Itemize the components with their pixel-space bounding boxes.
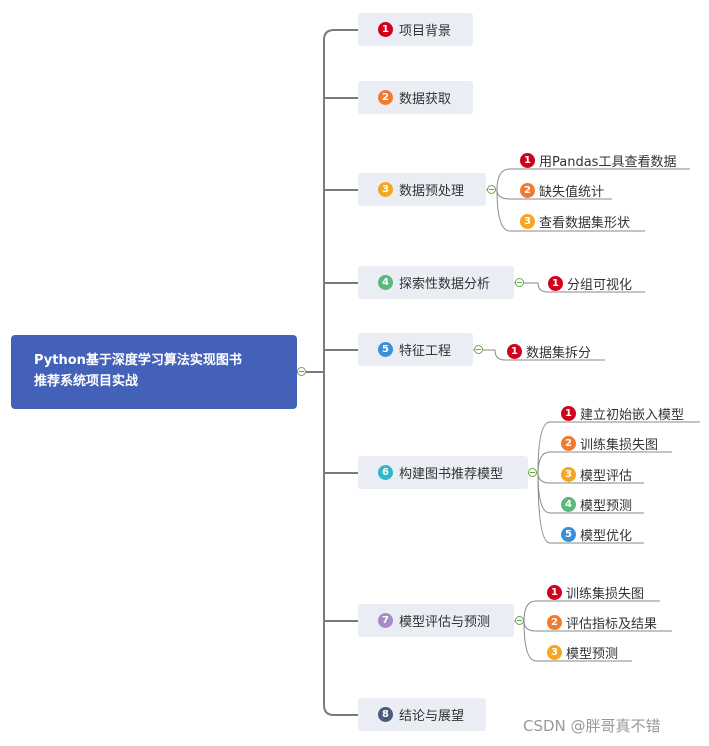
number-badge-icon: 2 bbox=[520, 183, 535, 198]
leaf-7-1[interactable]: 1 训练集损失图 bbox=[547, 583, 644, 602]
number-badge-icon: 8 bbox=[378, 707, 393, 722]
leaf-label: 评估指标及结果 bbox=[566, 617, 658, 632]
collapse-toggle-root[interactable] bbox=[297, 367, 306, 376]
leaf-label: 训练集损失图 bbox=[566, 587, 645, 602]
leaf-3-2[interactable]: 2 缺失值统计 bbox=[520, 181, 604, 200]
branch-label: 结论与展望 bbox=[399, 709, 465, 724]
branch-label: 模型评估与预测 bbox=[399, 615, 491, 630]
leaf-6-5[interactable]: 5 模型优化 bbox=[561, 525, 632, 544]
number-badge-icon: 4 bbox=[561, 497, 576, 512]
leaf-label: 用Pandas工具查看数据 bbox=[539, 155, 677, 170]
leaf-6-1[interactable]: 1 建立初始嵌入模型 bbox=[561, 404, 684, 423]
number-badge-icon: 2 bbox=[547, 615, 562, 630]
number-badge-icon: 1 bbox=[520, 153, 535, 168]
leaf-3-1[interactable]: 1 用Pandas工具查看数据 bbox=[520, 151, 676, 170]
number-badge-icon: 5 bbox=[561, 527, 576, 542]
collapse-toggle-branch-5[interactable] bbox=[474, 345, 483, 354]
watermark: CSDN @胖哥真不错 bbox=[523, 717, 661, 735]
leaf-label: 建立初始嵌入模型 bbox=[580, 408, 685, 423]
branch-6[interactable]: 6 构建图书推荐模型 bbox=[358, 456, 528, 489]
collapse-toggle-branch-6[interactable] bbox=[528, 468, 537, 477]
number-badge-icon: 4 bbox=[378, 275, 393, 290]
leaf-label: 查看数据集形状 bbox=[539, 216, 631, 231]
number-badge-icon: 1 bbox=[378, 22, 393, 37]
leaf-4-1[interactable]: 1 分组可视化 bbox=[548, 274, 632, 293]
root-title-line2: 推荐系统项目实战 bbox=[34, 374, 139, 389]
number-badge-icon: 6 bbox=[378, 465, 393, 480]
leaf-label: 训练集损失图 bbox=[580, 438, 659, 453]
branch-4[interactable]: 4 探索性数据分析 bbox=[358, 266, 514, 299]
number-badge-icon: 2 bbox=[378, 90, 393, 105]
leaf-label: 数据集拆分 bbox=[526, 346, 592, 361]
branch-8[interactable]: 8 结论与展望 bbox=[358, 698, 486, 731]
leaf-5-1[interactable]: 1 数据集拆分 bbox=[507, 342, 591, 361]
number-badge-icon: 2 bbox=[561, 436, 576, 451]
collapse-toggle-branch-4[interactable] bbox=[515, 278, 524, 287]
leaf-label: 分组可视化 bbox=[567, 278, 633, 293]
number-badge-icon: 3 bbox=[520, 214, 535, 229]
number-badge-icon: 1 bbox=[547, 585, 562, 600]
root-node[interactable]: Python基于深度学习算法实现图书 推荐系统项目实战 bbox=[11, 335, 297, 409]
leaf-3-3[interactable]: 3 查看数据集形状 bbox=[520, 212, 630, 231]
number-badge-icon: 1 bbox=[561, 406, 576, 421]
leaf-label: 模型预测 bbox=[566, 647, 619, 662]
leaf-6-2[interactable]: 2 训练集损失图 bbox=[561, 434, 658, 453]
branch-5[interactable]: 5 特征工程 bbox=[358, 333, 473, 366]
branch-3[interactable]: 3 数据预处理 bbox=[358, 173, 486, 206]
root-title-line1: Python基于深度学习算法实现图书 bbox=[34, 353, 242, 368]
leaf-label: 缺失值统计 bbox=[539, 185, 605, 200]
branch-label: 特征工程 bbox=[399, 344, 452, 359]
number-badge-icon: 3 bbox=[547, 645, 562, 660]
collapse-toggle-branch-3[interactable] bbox=[487, 185, 496, 194]
leaf-label: 模型预测 bbox=[580, 499, 633, 514]
branch-2[interactable]: 2 数据获取 bbox=[358, 81, 473, 114]
branch-label: 项目背景 bbox=[399, 24, 452, 39]
leaf-label: 模型评估 bbox=[580, 469, 633, 484]
number-badge-icon: 7 bbox=[378, 613, 393, 628]
number-badge-icon: 3 bbox=[561, 467, 576, 482]
number-badge-icon: 5 bbox=[378, 342, 393, 357]
leaf-7-3[interactable]: 3 模型预测 bbox=[547, 643, 618, 662]
number-badge-icon: 1 bbox=[507, 344, 522, 359]
leaf-6-3[interactable]: 3 模型评估 bbox=[561, 465, 632, 484]
branch-label: 探索性数据分析 bbox=[399, 277, 491, 292]
branch-1[interactable]: 1 项目背景 bbox=[358, 13, 473, 46]
number-badge-icon: 3 bbox=[378, 182, 393, 197]
leaf-6-4[interactable]: 4 模型预测 bbox=[561, 495, 632, 514]
branch-label: 构建图书推荐模型 bbox=[399, 467, 504, 482]
branch-label: 数据获取 bbox=[399, 92, 452, 107]
collapse-toggle-branch-7[interactable] bbox=[515, 616, 524, 625]
leaf-label: 模型优化 bbox=[580, 529, 633, 544]
leaf-7-2[interactable]: 2 评估指标及结果 bbox=[547, 613, 657, 632]
number-badge-icon: 1 bbox=[548, 276, 563, 291]
branch-label: 数据预处理 bbox=[399, 184, 465, 199]
branch-7[interactable]: 7 模型评估与预测 bbox=[358, 604, 514, 637]
